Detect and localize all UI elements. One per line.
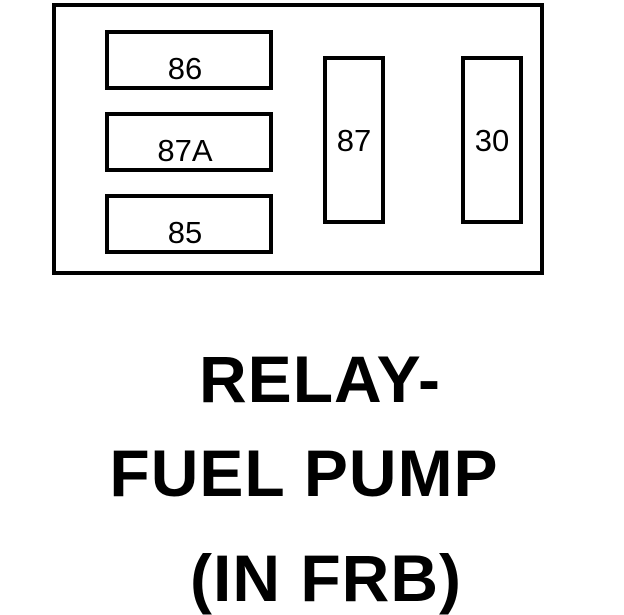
caption-line-1: RELAY- <box>199 342 441 416</box>
terminal-86: 86 <box>105 30 273 90</box>
caption-line-3: (IN FRB) <box>190 541 462 615</box>
terminal-87-label: 87 <box>336 122 372 158</box>
terminal-30-label: 30 <box>474 122 510 158</box>
terminal-30: 30 <box>461 56 523 224</box>
caption-line-2: FUEL PUMP <box>109 436 499 510</box>
terminal-85: 85 <box>105 194 273 254</box>
terminal-87a: 87A <box>105 112 273 172</box>
terminal-85-label: 85 <box>167 215 203 250</box>
terminal-87a-label: 87A <box>157 133 213 168</box>
terminal-86-label: 86 <box>167 51 203 86</box>
relay-housing-outline <box>52 3 544 275</box>
terminal-87: 87 <box>323 56 385 224</box>
